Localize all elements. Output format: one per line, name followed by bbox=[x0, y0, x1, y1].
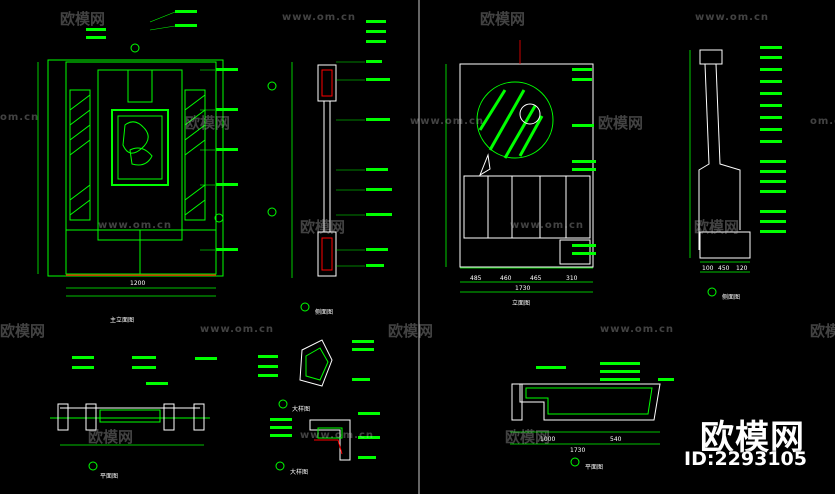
watermark-brand-10: 欧模网 bbox=[88, 428, 134, 446]
front-2-dim-b: 460 bbox=[500, 275, 512, 282]
watermark-url-1: www.om.cn bbox=[282, 12, 357, 23]
badge-brand: 欧模网 bbox=[700, 418, 805, 458]
watermark-brand-4: 欧模网 bbox=[598, 114, 644, 132]
side-elevation-1 bbox=[267, 20, 392, 312]
front-elevation-2-title: 立面图 bbox=[512, 299, 530, 307]
side-elevation-2 bbox=[689, 46, 786, 297]
watermark-brand-7: 欧模网 bbox=[0, 322, 46, 340]
watermark-brand-5: 欧模网 bbox=[300, 218, 346, 236]
watermark-url-6: www.om.cn bbox=[98, 220, 173, 231]
side-elevation-2-title: 侧面图 bbox=[722, 293, 740, 301]
front-elevation-2 bbox=[445, 40, 596, 293]
front-2-dim-a: 485 bbox=[470, 275, 482, 282]
plan-2-dim-total: 1730 bbox=[570, 447, 585, 454]
detail-2 bbox=[270, 412, 380, 471]
front-2-dim-d: 310 bbox=[566, 275, 578, 282]
watermark-brand-9: 欧模网 bbox=[810, 322, 835, 340]
watermark-url-8: www.om.cn bbox=[200, 324, 275, 335]
side-elevation-1-title: 侧面图 bbox=[315, 308, 333, 316]
watermark-url-10: www.om.cn bbox=[300, 430, 375, 441]
front-elevation-1-title: 主立面图 bbox=[110, 316, 134, 324]
side-2-dim-a: 100 bbox=[702, 265, 714, 272]
plan-1 bbox=[50, 356, 217, 471]
plan-2-dim-b: 540 bbox=[610, 436, 622, 443]
detail-1 bbox=[258, 339, 374, 409]
plan-1-title: 平面图 bbox=[100, 473, 118, 480]
plan-2-title: 平面图 bbox=[585, 464, 603, 471]
watermark-url-9: www.om.cn bbox=[600, 324, 675, 335]
front-2-dim-total: 1730 bbox=[515, 285, 530, 292]
watermark-brand-8: 欧模网 bbox=[388, 322, 434, 340]
watermark-brand-2: 欧模网 bbox=[480, 10, 526, 28]
watermark-url-2: www.om.cn bbox=[695, 12, 770, 23]
side-2-dim-c: 120 bbox=[736, 265, 748, 272]
watermark-url-3: om.cn bbox=[0, 112, 40, 123]
watermark-url-7: www.om.cn bbox=[510, 220, 585, 231]
plan-2-dim-a: 1000 bbox=[540, 436, 555, 443]
watermark-url-5: om.cn bbox=[810, 116, 835, 127]
front-2-dim-c: 465 bbox=[530, 275, 542, 282]
watermark-brand-1: 欧模网 bbox=[60, 10, 106, 28]
watermark-url-4: www.om.cn bbox=[410, 116, 485, 127]
detail-1-title: 大样图 bbox=[292, 405, 310, 413]
watermark-brand-3: 欧模网 bbox=[185, 114, 231, 132]
watermark-brand-11: 欧模网 bbox=[505, 428, 551, 446]
front-elevation-1 bbox=[37, 10, 238, 297]
front-1-width-dim: 1200 bbox=[130, 280, 145, 287]
plan-2 bbox=[510, 362, 674, 467]
watermark-brand-6: 欧模网 bbox=[694, 218, 740, 236]
side-2-dim-b: 450 bbox=[718, 265, 730, 272]
detail-2-title: 大样图 bbox=[290, 468, 308, 476]
badge-id: ID:2293105 bbox=[684, 448, 807, 470]
